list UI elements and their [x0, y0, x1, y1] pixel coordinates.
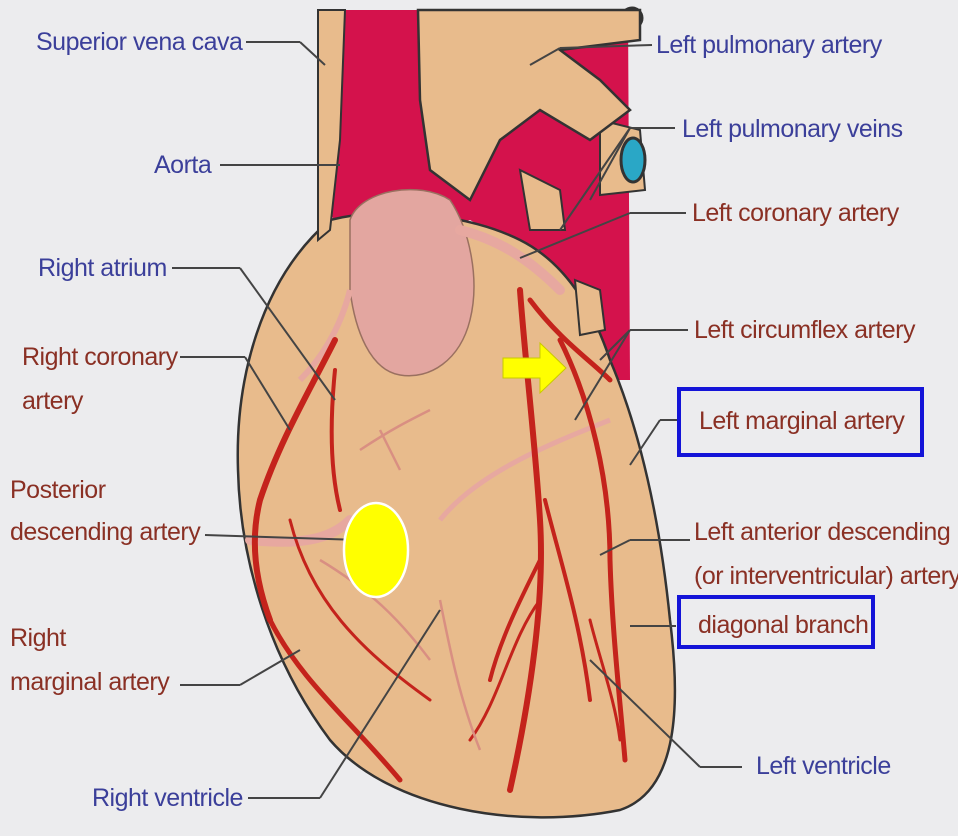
aortic-root — [350, 190, 474, 376]
yellow-circle-icon — [344, 503, 408, 597]
label-superior-vena-cava: Superior vena cava — [36, 27, 242, 57]
label-left-marginal-artery: Left marginal artery — [699, 406, 904, 436]
label-right-marginal-line1: Right — [10, 623, 66, 653]
label-right-ventricle: Right ventricle — [92, 783, 243, 813]
label-left-anterior-descending-line1: Left anterior descending — [694, 517, 950, 547]
label-left-pulmonary-veins: Left pulmonary veins — [682, 114, 903, 144]
label-diagonal-branch: diagonal branch — [698, 610, 868, 640]
label-left-ventricle: Left ventricle — [756, 751, 891, 781]
label-right-marginal-line2: marginal artery — [10, 667, 169, 697]
label-left-anterior-descending-line2: (or interventricular) artery — [694, 561, 958, 591]
label-left-coronary-artery: Left coronary artery — [692, 198, 899, 228]
label-posterior-descending-line2: descending artery — [10, 517, 200, 547]
label-right-coronary-artery-line2: artery — [22, 386, 83, 416]
label-right-coronary-artery-line1: Right coronary — [22, 342, 178, 372]
label-aorta: Aorta — [154, 150, 211, 180]
label-left-pulmonary-artery: Left pulmonary artery — [656, 30, 882, 60]
label-left-circumflex-artery: Left circumflex artery — [694, 315, 915, 345]
label-posterior-descending-line1: Posterior — [10, 475, 106, 505]
label-right-atrium: Right atrium — [38, 253, 167, 283]
